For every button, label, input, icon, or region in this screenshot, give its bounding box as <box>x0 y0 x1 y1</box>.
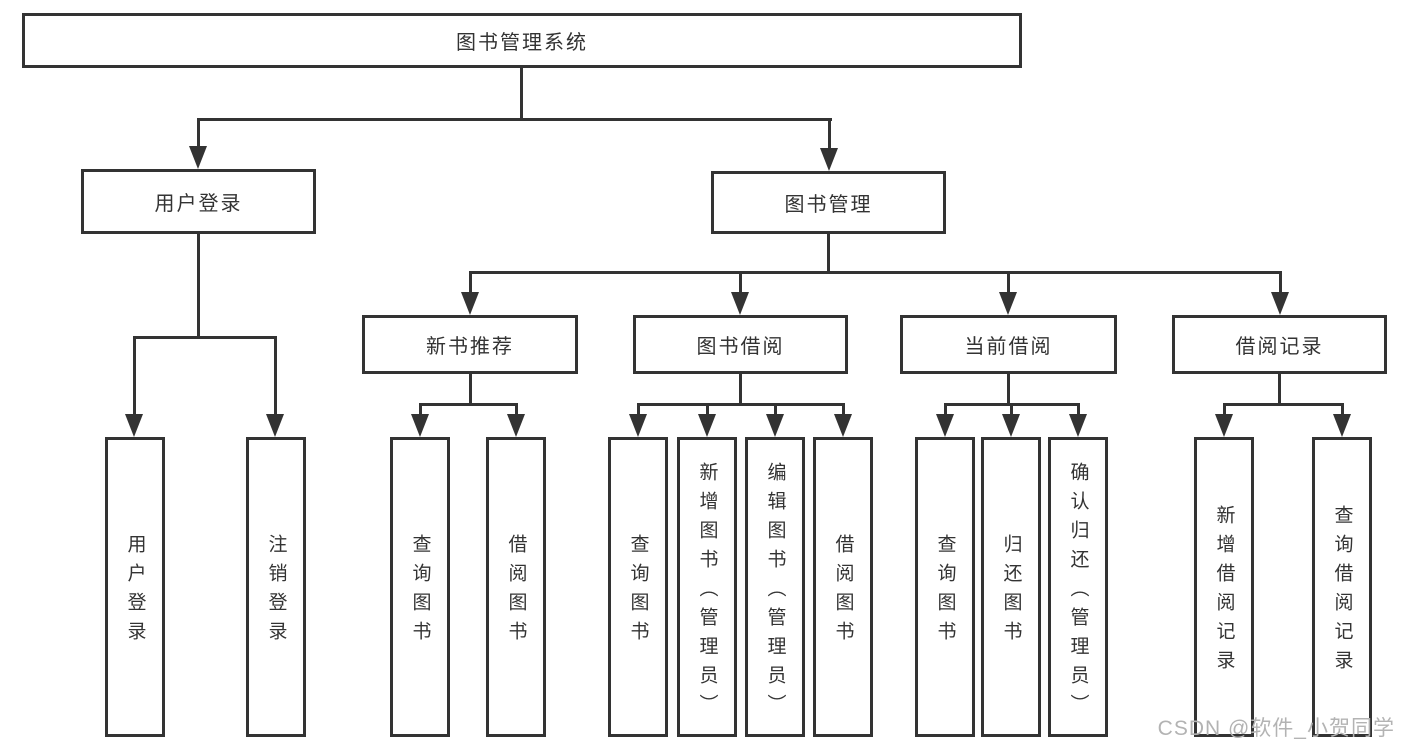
connector-line <box>197 118 200 148</box>
leaf-label: 查询图书 <box>934 534 956 650</box>
leaf-return-books: 归还图书 <box>981 437 1041 737</box>
connector-line <box>1279 271 1282 294</box>
leaf-label: 查询借阅记录 <box>1331 505 1353 679</box>
leaf-query-borrow-record: 查询借阅记录 <box>1312 437 1372 737</box>
leaf-query-books: 查询图书 <box>608 437 668 737</box>
connector-line <box>637 403 845 406</box>
node-user-login: 用户登录 <box>81 169 316 234</box>
connector-line <box>739 271 742 294</box>
connector-line <box>1077 403 1080 416</box>
node-label: 图书管理 <box>784 194 873 216</box>
node-label: 用户登录 <box>154 193 243 215</box>
leaf-label: 确认归还（管理员） <box>1067 461 1089 723</box>
node-new-book-recommendation: 新书推荐 <box>362 315 578 374</box>
leaf-label: 新增图书（管理员） <box>696 461 718 723</box>
leaf-label: 借阅图书 <box>505 534 527 650</box>
connector-line <box>197 118 832 121</box>
connector-line <box>197 234 200 339</box>
leaf-label: 借阅图书 <box>832 534 854 650</box>
connector-line <box>515 403 518 416</box>
leaf-query-books: 查询图书 <box>390 437 450 737</box>
arrow-down-icon <box>698 414 716 437</box>
leaf-confirm-return-admin: 确认归还（管理员） <box>1048 437 1108 737</box>
connector-line <box>469 271 1282 274</box>
leaf-label: 用户登录 <box>124 534 146 650</box>
arrow-down-icon <box>834 414 852 437</box>
node-label: 新书推荐 <box>426 336 514 358</box>
connector-line <box>469 271 472 294</box>
node-library-system: 图书管理系统 <box>22 13 1022 68</box>
arrow-down-icon <box>1333 414 1351 437</box>
connector-line <box>133 336 277 339</box>
connector-line <box>419 403 518 406</box>
node-book-borrowing: 图书借阅 <box>633 315 848 374</box>
arrow-down-icon <box>1215 414 1233 437</box>
connector-line <box>419 403 422 416</box>
arrow-down-icon <box>629 414 647 437</box>
csdn-watermark: CSDN @软件_小贺同学 <box>1157 717 1395 740</box>
arrow-down-icon <box>507 414 525 437</box>
node-borrowing-records: 借阅记录 <box>1172 315 1387 374</box>
node-label: 图书借阅 <box>696 336 785 358</box>
arrow-down-icon <box>266 414 284 437</box>
arrow-down-icon <box>766 414 784 437</box>
leaf-borrow-books: 借阅图书 <box>486 437 546 737</box>
connector-line <box>774 403 777 416</box>
leaf-query-books: 查询图书 <box>915 437 975 737</box>
connector-line <box>706 403 709 416</box>
node-label: 图书管理系统 <box>456 32 588 54</box>
leaf-label: 归还图书 <box>1000 534 1022 650</box>
connector-line <box>520 68 523 118</box>
leaf-edit-books-admin: 编辑图书（管理员） <box>745 437 805 737</box>
arrow-down-icon <box>1271 292 1289 315</box>
connector-line <box>739 374 742 406</box>
arrow-down-icon <box>411 414 429 437</box>
connector-line <box>274 336 277 416</box>
connector-line <box>1341 403 1344 416</box>
connector-line <box>469 374 472 406</box>
connector-line <box>1010 403 1013 416</box>
node-current-borrowing: 当前借阅 <box>900 315 1117 374</box>
arrow-down-icon <box>1002 414 1020 437</box>
arrow-down-icon <box>936 414 954 437</box>
arrow-down-icon <box>189 146 207 169</box>
connector-line <box>1007 374 1010 406</box>
connector-line <box>133 336 136 416</box>
leaf-label: 新增借阅记录 <box>1213 505 1235 679</box>
leaf-add-borrow-record: 新增借阅记录 <box>1194 437 1254 737</box>
connector-line <box>827 234 830 274</box>
leaf-label: 查询图书 <box>409 534 431 650</box>
arrow-down-icon <box>731 292 749 315</box>
connector-line <box>637 403 640 416</box>
connector-line <box>944 403 947 416</box>
leaf-label: 查询图书 <box>627 534 649 650</box>
leaf-logout: 注销登录 <box>246 437 306 737</box>
connector-line <box>1223 403 1226 416</box>
connector-line <box>828 118 831 150</box>
arrow-down-icon <box>820 148 838 171</box>
node-label: 借阅记录 <box>1235 336 1324 358</box>
arrow-down-icon <box>461 292 479 315</box>
arrow-down-icon <box>125 414 143 437</box>
arrow-down-icon <box>1069 414 1087 437</box>
connector-line <box>1223 403 1344 406</box>
arrow-down-icon <box>999 292 1017 315</box>
leaf-add-books-admin: 新增图书（管理员） <box>677 437 737 737</box>
leaf-label: 注销登录 <box>265 534 287 650</box>
leaf-user-login: 用户登录 <box>105 437 165 737</box>
node-label: 当前借阅 <box>964 336 1053 358</box>
connector-line <box>842 403 845 416</box>
connector-line <box>1278 374 1281 406</box>
leaf-borrow-books: 借阅图书 <box>813 437 873 737</box>
leaf-label: 编辑图书（管理员） <box>764 461 786 723</box>
connector-line <box>1007 271 1010 294</box>
node-book-management: 图书管理 <box>711 171 946 234</box>
